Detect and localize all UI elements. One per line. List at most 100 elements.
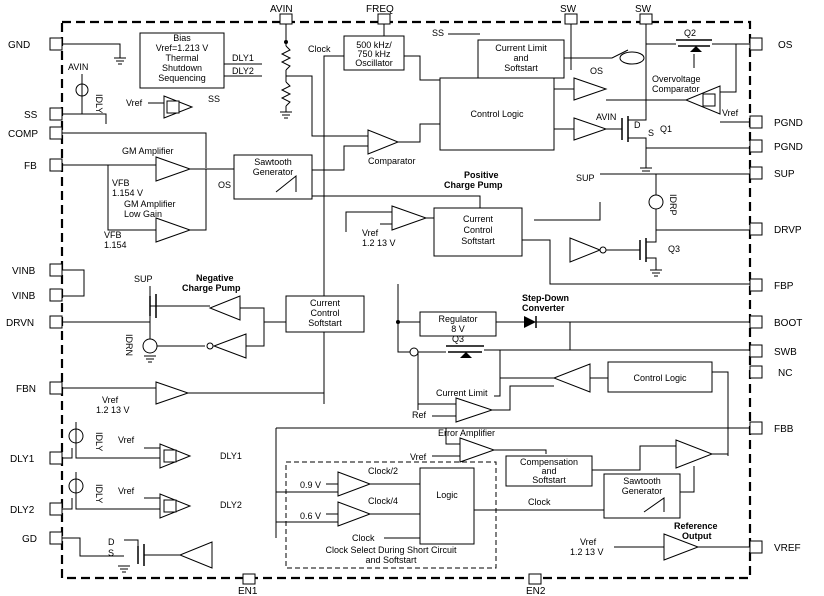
dly1-pin-wire <box>62 448 73 459</box>
vref-pos-label-1: Vref <box>362 228 379 238</box>
osc-to-control-wire <box>404 55 440 81</box>
sawtooth-buck-line-1: Sawtooth <box>623 476 661 486</box>
pin-pgnd-1 <box>749 115 763 129</box>
bottom-pins: EN1 EN2 <box>238 573 546 596</box>
q3-pos-label: Q3 <box>668 244 680 254</box>
pin-avin <box>279 13 293 25</box>
overvoltage-label-1: Overvoltage <box>652 74 701 84</box>
bias-line-5: Sequencing <box>158 73 206 83</box>
gd-s-label: S <box>108 548 114 558</box>
sawtooth-buck-line-2: Generator <box>622 486 663 496</box>
current-control-neg-line-3: Softstart <box>308 318 342 328</box>
clock-out-label: Clock <box>528 497 551 507</box>
current-limit-buck-label: Current Limit <box>436 388 488 398</box>
sawtooth-generator-main <box>233 154 313 200</box>
q1-label: Q1 <box>660 124 672 134</box>
ss-net-label: SS <box>432 28 444 38</box>
vfb2-label-1: VFB <box>104 230 122 240</box>
logic-block-label: Logic <box>436 490 458 500</box>
pin-fbp <box>749 278 763 292</box>
pin-label-nc: NC <box>778 368 792 379</box>
pin-label-swb: SWB <box>774 347 797 358</box>
pin-os <box>749 37 763 51</box>
neg-pump-label-1: Negative <box>196 273 234 283</box>
regulator-line-1: Regulator <box>438 314 477 324</box>
pin-label-freq: FREQ <box>366 4 394 15</box>
pin-dly2 <box>49 502 63 516</box>
resistor-1 <box>280 45 292 71</box>
dly2-pin-wire <box>62 498 73 510</box>
bias-line-2: Vref=1.213 V <box>156 43 208 53</box>
pin-swb <box>749 344 763 358</box>
sawtooth-main-line-2: Generator <box>253 167 294 177</box>
ground-symbol-q1 <box>640 167 652 175</box>
neg-buffer-bubble <box>206 342 214 350</box>
ov-hysteresis-icon <box>702 93 716 107</box>
pin-ss <box>49 107 63 121</box>
vref-out-label-1: Vref <box>580 537 597 547</box>
current-control-pos-line-3: Softstart <box>461 236 495 246</box>
clock-select-label-1: Clock Select During Short Circuit <box>325 545 457 555</box>
pos-pump-label-1: Positive <box>464 170 499 180</box>
vref-dly2-label: Vref <box>118 486 135 496</box>
avin-source-label: AVIN <box>68 62 88 72</box>
pin-label-fbn: FBN <box>16 384 36 395</box>
dly2-out-label: DLY2 <box>220 500 242 510</box>
fbp-feedback-wire <box>345 211 392 232</box>
q2-label: Q2 <box>684 28 696 38</box>
vinb-wire <box>62 269 85 297</box>
pin-label-fbp: FBP <box>774 281 794 292</box>
clock-select-box <box>285 461 497 569</box>
top-pins: AVIN FREQ SW SW <box>270 4 653 25</box>
vfb1-label-1: VFB <box>112 178 130 188</box>
current-control-pos-line-1: Current <box>463 214 494 224</box>
ss-comp-wire <box>82 113 107 124</box>
bias-line-3: Thermal <box>165 53 198 63</box>
current-limit-comparator <box>455 397 494 423</box>
q3-buck-label: Q3 <box>452 334 464 344</box>
q3-buck-transistor <box>446 345 484 358</box>
clock-in-label: Clock <box>352 533 375 543</box>
comp-to-pwm-wire <box>592 445 676 471</box>
current-limit-top-block <box>477 39 565 79</box>
pin-dly1 <box>49 451 63 465</box>
v06-label: 0.6 V <box>300 511 321 521</box>
idly2-label: IDLY <box>94 484 104 503</box>
clock-select-label-2: and Softstart <box>365 555 417 565</box>
bias-block <box>139 32 225 89</box>
pin-label-dly1: DLY1 <box>10 454 35 465</box>
dly1-net-label: DLY1 <box>232 53 254 63</box>
dly2-hysteresis-icon <box>163 499 177 513</box>
pin-label-sup: SUP <box>774 169 795 180</box>
ground-symbol-gnd <box>114 57 126 65</box>
oscillator-line-1: 500 kHz/ <box>356 40 392 50</box>
gd-driver <box>178 541 213 569</box>
pin-label-sw-2: SW <box>635 4 652 15</box>
step-down-label-1: Step-Down <box>522 293 569 303</box>
gm-amp-label: GM Amplifier <box>122 146 174 156</box>
oscillator-line-3: Oscillator <box>355 58 393 68</box>
pin-label-pgnd-1: PGND <box>774 118 803 129</box>
pin-label-gnd: GND <box>8 40 30 51</box>
os-driver <box>573 77 608 101</box>
pin-label-gd: GD <box>22 534 37 545</box>
os-comp-label: OS <box>590 66 603 76</box>
clock4-label: Clock/4 <box>368 496 398 506</box>
pin-label-en1: EN1 <box>238 586 258 596</box>
vref-out-label-2: 1.2 13 V <box>570 547 604 557</box>
sawtooth-main-icon <box>275 174 297 193</box>
neg-pump-label-2: Charge Pump <box>182 283 241 293</box>
bias-line-1: Bias <box>173 33 191 43</box>
idrn-current-source <box>142 338 158 354</box>
ss-out-label: SS <box>208 94 220 104</box>
pin-label-vref: VREF <box>774 543 801 554</box>
buck-pwm-comparator <box>675 439 714 469</box>
current-limit-top-line-2: and <box>513 53 528 63</box>
q3-pos-transistor <box>639 238 657 270</box>
sup-neg-label: SUP <box>134 274 153 284</box>
iss-label: IDLY <box>94 94 104 113</box>
vref-ss-label: Vref <box>126 98 143 108</box>
logic-block <box>419 467 475 545</box>
pin-label-os: OS <box>778 40 793 51</box>
